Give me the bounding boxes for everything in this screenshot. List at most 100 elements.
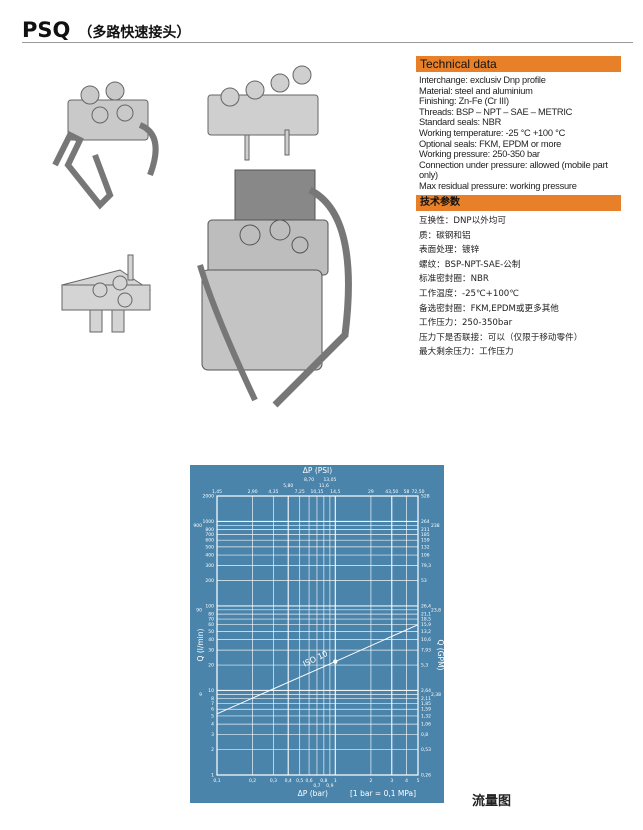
y2-tick-label: 264 bbox=[421, 519, 430, 525]
y2-tick-label: 159 bbox=[421, 538, 430, 544]
y-tick-label: 7 bbox=[211, 701, 214, 707]
y-axis-title: Q (l/min) bbox=[196, 628, 205, 661]
product-photos bbox=[52, 65, 352, 408]
y-tick-label: 2000 bbox=[203, 494, 215, 500]
product-code: PSQ bbox=[22, 18, 71, 42]
x-tick-label: 0,9 bbox=[326, 783, 333, 789]
y-tick-label: 4 bbox=[211, 722, 214, 728]
chart-caption: 流量图 bbox=[472, 794, 512, 809]
x2-tick-label: 2,90 bbox=[248, 489, 258, 495]
x-axis-title: ΔP (bar) bbox=[298, 789, 328, 798]
spec-line: 标准密封圈：NBR bbox=[419, 274, 489, 285]
x-tick-label: 0,8 bbox=[320, 778, 327, 784]
spec-line: 工作压力：250-350bar bbox=[419, 318, 513, 329]
x2-tick-label: 4,35 bbox=[268, 489, 278, 495]
spec-line: 备选密封圈：FKM,EPDM或更多其他 bbox=[419, 303, 559, 314]
y-tick-label: 2 bbox=[211, 747, 214, 753]
y-tick-label: 400 bbox=[205, 553, 214, 559]
x-tick-label: 4 bbox=[405, 778, 408, 784]
x2-tick-label: 7,25 bbox=[295, 489, 305, 495]
section-heading: 技术参数 bbox=[416, 195, 621, 211]
y-tick-label: 9 bbox=[199, 692, 202, 698]
y2-tick-label: 2,11 bbox=[421, 696, 431, 702]
x2-tick-label: 43,50 bbox=[385, 489, 398, 495]
spec-line: 最大剩余压力：工作压力 bbox=[419, 347, 514, 358]
x2-tick-label: 14,5 bbox=[330, 489, 340, 495]
y2-tick-label: 26,4 bbox=[421, 603, 431, 609]
coupler-photo-2 bbox=[207, 65, 319, 161]
series-marker bbox=[333, 659, 338, 664]
x2-tick-label: 8,70 bbox=[304, 477, 314, 483]
y-tick-label: 600 bbox=[205, 538, 214, 544]
title-divider bbox=[22, 42, 633, 43]
y-tick-label: 8 bbox=[211, 696, 214, 702]
spec-line: 互换性：DNP以外均可 bbox=[419, 216, 506, 226]
x-tick-label: 2 bbox=[369, 778, 372, 784]
y-tick-label: 6 bbox=[211, 707, 214, 713]
y-tick-label: 300 bbox=[205, 563, 214, 569]
spec-line: Standard seals: NBR bbox=[419, 117, 502, 128]
y2-tick-label: 5,3 bbox=[421, 663, 428, 669]
y2-tick-label: 1,59 bbox=[421, 707, 431, 713]
y2-tick-label: 132 bbox=[421, 544, 430, 550]
y2-tick-label: 185 bbox=[421, 532, 430, 538]
y2-tick-label: 211 bbox=[421, 527, 430, 533]
coupler-photo-3 bbox=[60, 254, 152, 333]
x2-tick-label: 10,15 bbox=[311, 489, 324, 495]
product-subtitle: （多路快速接头） bbox=[78, 25, 191, 41]
y2-tick-label: 21,1 bbox=[421, 612, 431, 618]
spec-line: 螺纹：BSP-NPT-SAE-公制 bbox=[419, 259, 521, 270]
plot-frame bbox=[216, 495, 419, 776]
y-tick-label: 1 bbox=[211, 773, 214, 779]
y2-tick-label: 15,9 bbox=[421, 622, 431, 628]
y2-tick-label: 10,6 bbox=[421, 637, 431, 643]
y-tick-label: 90 bbox=[196, 607, 202, 613]
y-tick-label: 20 bbox=[208, 663, 214, 669]
y2-tick-label: 23,8 bbox=[431, 607, 441, 613]
y2-tick-label: 1,32 bbox=[421, 713, 431, 719]
x-tick-label: 0,6 bbox=[305, 778, 312, 784]
y2-axis-title: Q (GPM) bbox=[436, 640, 445, 671]
series-line-iso10 bbox=[216, 624, 419, 715]
spec-line: 工作温度：-25℃+100℃ bbox=[419, 288, 519, 299]
spec-line: Connection under pressure: allowed (mobi… bbox=[419, 159, 608, 181]
y-tick-label: 3 bbox=[211, 732, 214, 738]
x-tick-label: 0,5 bbox=[296, 778, 303, 784]
y-tick-label: 700 bbox=[205, 532, 214, 538]
y-tick-label: 800 bbox=[205, 527, 214, 533]
y2-tick-label: 1,06 bbox=[421, 722, 431, 728]
y2-tick-label: 13,2 bbox=[421, 629, 431, 635]
x-tick-label: 1 bbox=[334, 778, 337, 784]
spec-line: Max residual pressure: working pressure bbox=[419, 180, 577, 191]
x-tick-label: 0,2 bbox=[249, 778, 256, 784]
y2-tick-label: 0,8 bbox=[421, 732, 428, 738]
x2-tick-label: 11,6 bbox=[319, 483, 329, 489]
x2-tick-label: 58 bbox=[404, 489, 410, 495]
y2-tick-label: 2,38 bbox=[431, 692, 441, 698]
y2-tick-label: 2,64 bbox=[421, 688, 431, 694]
section-heading: Technical data bbox=[416, 56, 621, 72]
x-tick-label: 3 bbox=[390, 778, 393, 784]
spec-line: Working temperature: -25 °C +100 °C bbox=[419, 127, 566, 138]
spec-list: 互换性：DNP以外均可质：碳钢和铝表面处理：镀锌螺纹：BSP-NPT-SAE-公… bbox=[416, 211, 621, 360]
technical-data-en: Technical data Interchange: exclusiv Dnp… bbox=[416, 56, 621, 192]
y-tick-label: 30 bbox=[208, 648, 214, 654]
y-tick-label: 200 bbox=[205, 578, 214, 584]
y2-tick-label: 53 bbox=[421, 578, 427, 584]
spec-line: Optional seals: FKM, EPDM or more bbox=[419, 138, 562, 149]
y-tick-label: 70 bbox=[208, 617, 214, 623]
y-tick-label: 900 bbox=[193, 523, 202, 529]
y2-tick-label: 528 bbox=[421, 494, 430, 500]
spec-line: 压力下是否联接：可以（仅限于移动零件） bbox=[419, 332, 583, 343]
coupler-photo-1 bbox=[52, 81, 159, 210]
y-tick-label: 10 bbox=[208, 688, 214, 694]
x2-tick-label: 72,50 bbox=[412, 489, 425, 495]
y-tick-label: 500 bbox=[205, 544, 214, 550]
y-tick-label: 40 bbox=[208, 637, 214, 643]
x2-tick-label: 29 bbox=[368, 489, 374, 495]
x-tick-label: 0,3 bbox=[270, 778, 277, 784]
spec-line: Finishing: Zn-Fe (Cr III) bbox=[419, 96, 509, 107]
x2-tick-label: 13,05 bbox=[323, 477, 336, 483]
